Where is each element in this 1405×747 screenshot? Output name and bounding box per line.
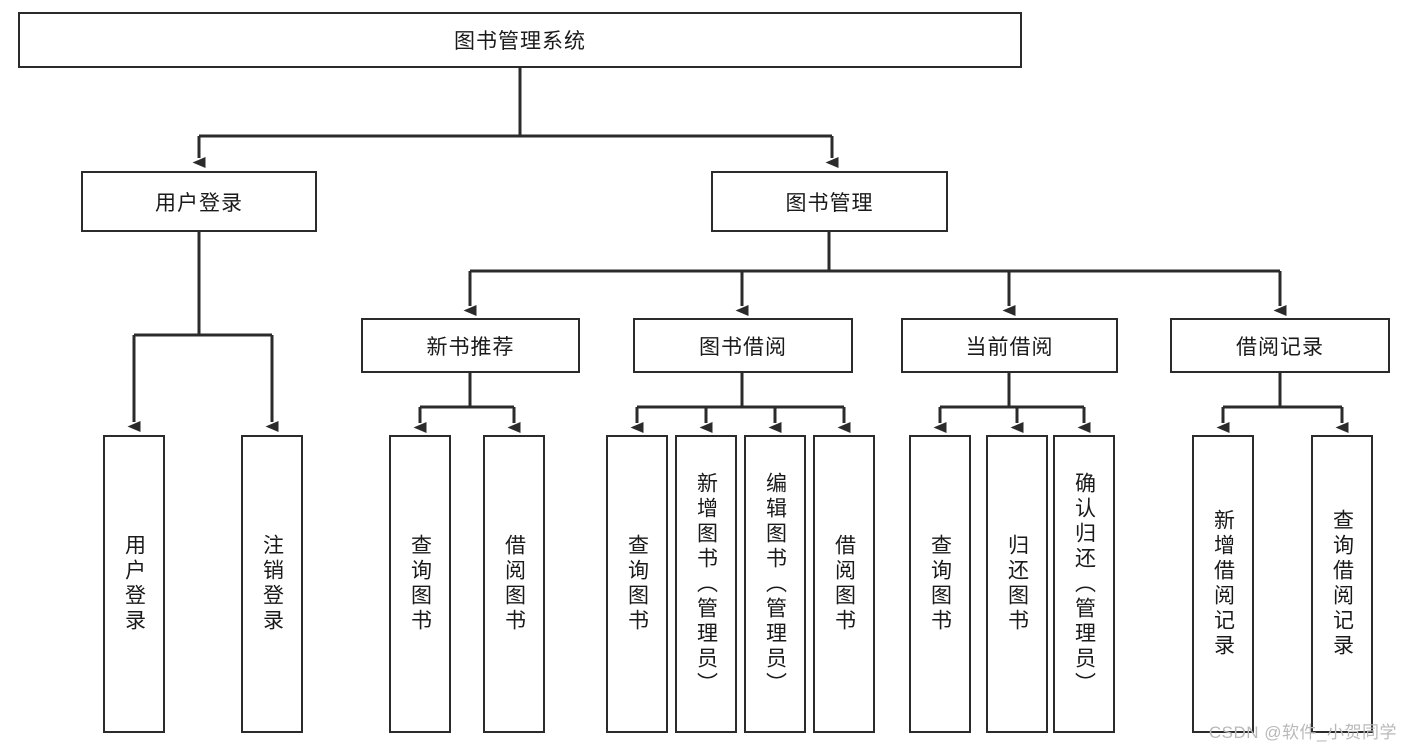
node-new-book-rec-label: 新书推荐 <box>426 335 515 359</box>
node-borrow-record[interactable]: 借阅记录 <box>1170 318 1390 373</box>
node-leaf-add-record-label: 新增借阅记录 <box>1211 509 1235 659</box>
edge-group-root <box>192 68 839 168</box>
edge-group-book-manage <box>463 232 1287 316</box>
node-leaf-query-book-1-label: 查询图书 <box>408 534 432 634</box>
node-leaf-return-book[interactable]: 归还图书 <box>986 435 1048 733</box>
edge-group-current-borrow <box>933 373 1091 433</box>
node-leaf-confirm-return[interactable]: 确认归还（管理员） <box>1053 435 1115 733</box>
node-leaf-user-logout[interactable]: 注销登录 <box>241 435 303 733</box>
node-leaf-return-book-label: 归还图书 <box>1005 534 1029 634</box>
node-leaf-user-logout-label: 注销登录 <box>260 534 284 634</box>
node-leaf-borrow-book-2-label: 借阅图书 <box>832 534 856 634</box>
node-book-borrow[interactable]: 图书借阅 <box>633 318 853 373</box>
node-leaf-add-record[interactable]: 新增借阅记录 <box>1192 435 1254 733</box>
node-leaf-confirm-return-label: 确认归还（管理员） <box>1072 471 1096 697</box>
node-leaf-borrow-book-1-label: 借阅图书 <box>502 534 526 634</box>
node-root[interactable]: 图书管理系统 <box>18 12 1022 68</box>
node-current-borrow[interactable]: 当前借阅 <box>901 318 1118 373</box>
node-leaf-query-book-2[interactable]: 查询图书 <box>606 435 668 733</box>
edge-group-user-login <box>127 232 279 432</box>
node-leaf-borrow-book-2[interactable]: 借阅图书 <box>813 435 875 733</box>
node-leaf-user-login-label: 用户登录 <box>122 534 146 634</box>
node-new-book-rec[interactable]: 新书推荐 <box>361 318 580 373</box>
node-leaf-user-login[interactable]: 用户登录 <box>103 435 165 733</box>
edge-group-book-borrow <box>630 373 851 433</box>
csdn-watermark: CSDN @软件_小贺同学 <box>1208 723 1397 742</box>
node-leaf-query-book-2-label: 查询图书 <box>625 534 649 634</box>
node-leaf-query-book-1[interactable]: 查询图书 <box>389 435 451 733</box>
node-book-manage[interactable]: 图书管理 <box>711 171 948 232</box>
node-book-manage-label: 图书管理 <box>785 191 874 215</box>
node-current-borrow-label: 当前借阅 <box>965 335 1054 359</box>
node-leaf-query-record[interactable]: 查询借阅记录 <box>1311 435 1373 733</box>
node-leaf-edit-book-label: 编辑图书（管理员） <box>763 471 787 697</box>
node-leaf-query-record-label: 查询借阅记录 <box>1330 509 1354 659</box>
node-leaf-borrow-book-1[interactable]: 借阅图书 <box>483 435 545 733</box>
node-borrow-record-label: 借阅记录 <box>1236 335 1324 359</box>
node-leaf-query-book-3-label: 查询图书 <box>928 534 952 634</box>
node-root-label: 图书管理系统 <box>454 30 586 53</box>
node-leaf-edit-book[interactable]: 编辑图书（管理员） <box>744 435 806 733</box>
edge-group-new-book-rec <box>413 373 521 433</box>
node-leaf-add-book-label: 新增图书（管理员） <box>694 471 718 697</box>
node-leaf-add-book[interactable]: 新增图书（管理员） <box>675 435 737 733</box>
node-book-borrow-label: 图书借阅 <box>699 335 787 359</box>
edge-group-borrow-record <box>1216 373 1349 433</box>
node-user-login[interactable]: 用户登录 <box>81 171 317 232</box>
node-leaf-query-book-3[interactable]: 查询图书 <box>909 435 971 733</box>
node-user-login-label: 用户登录 <box>155 191 243 215</box>
